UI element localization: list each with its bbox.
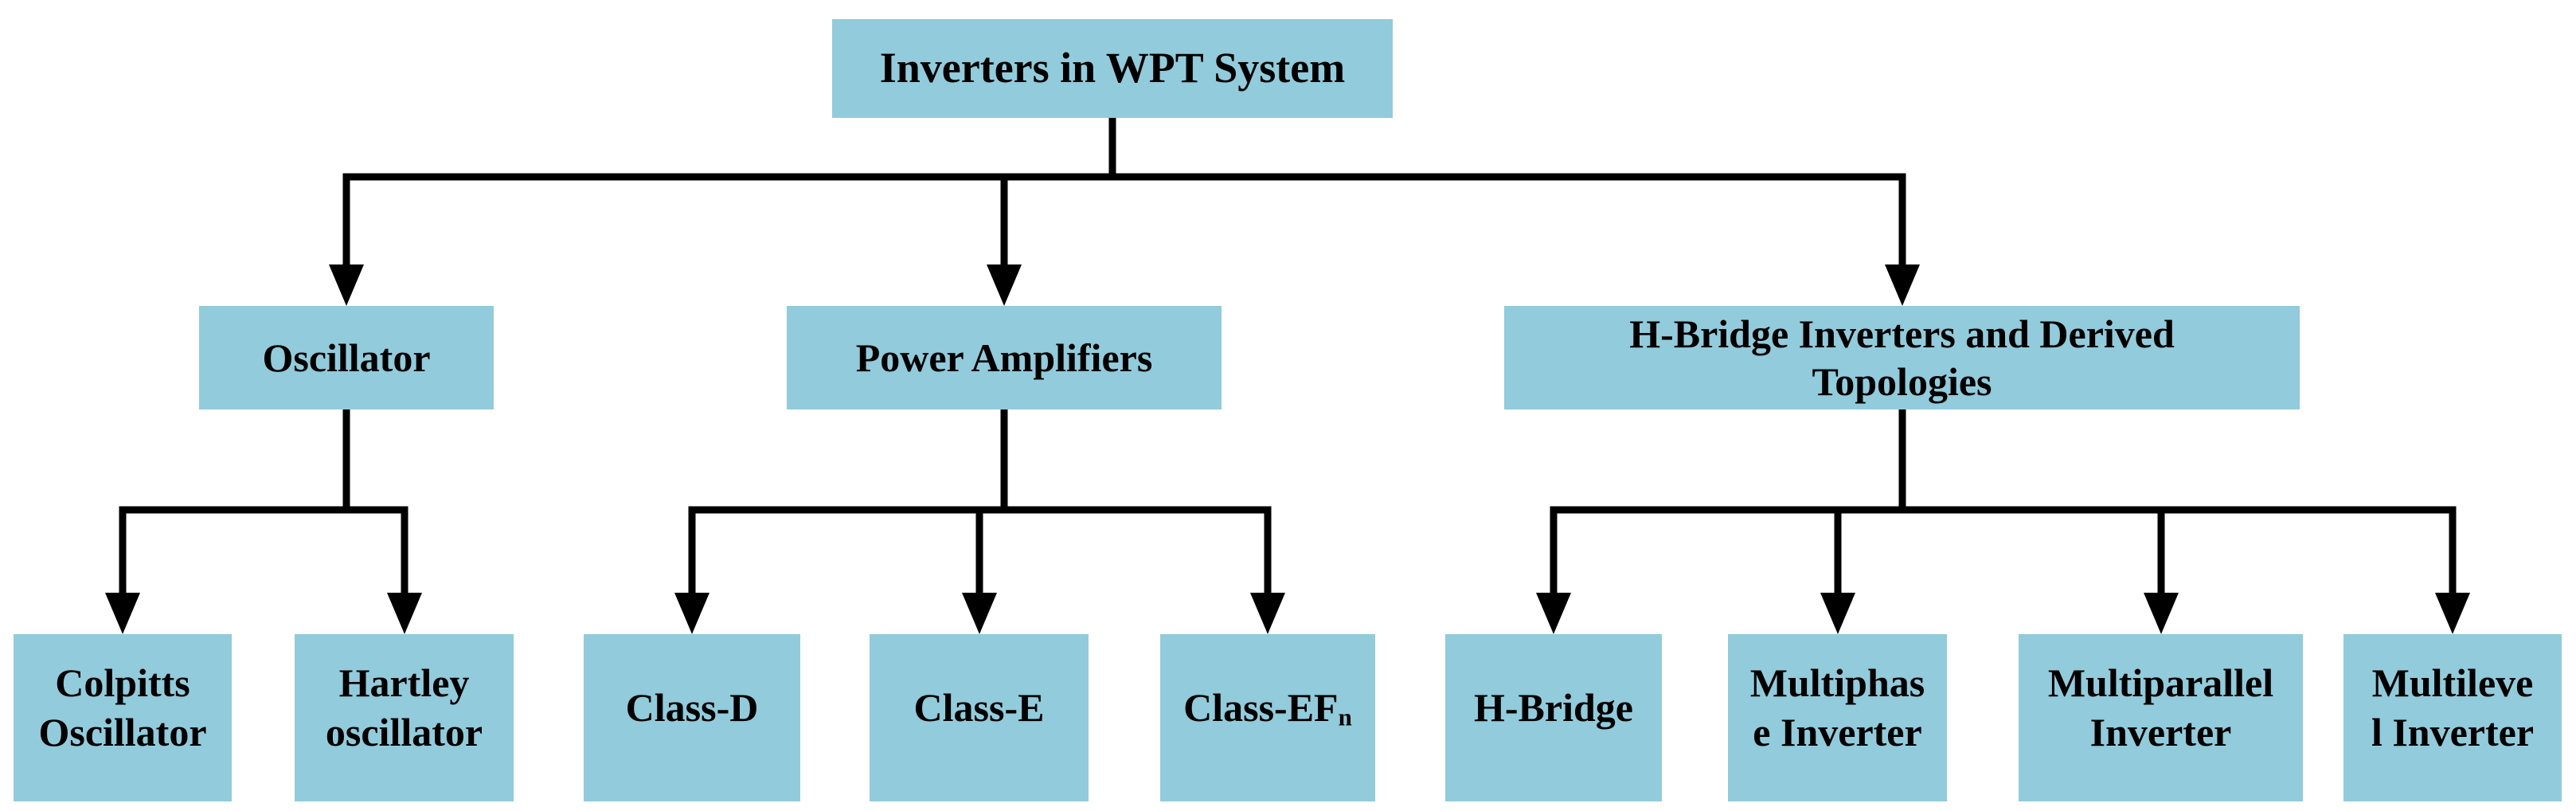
arrowhead-class-d	[674, 593, 709, 634]
node-multiphase-inverter: Multiphas e Inverter	[1728, 634, 1947, 801]
arrowhead-hartley	[387, 593, 422, 634]
node-multilevel-inverter: Multileve l Inverter	[2343, 634, 2562, 801]
node-class-e: Class-E	[870, 634, 1089, 801]
connector-root-to-branches	[329, 114, 1920, 306]
node-root-label: Inverters in WPT System	[879, 44, 1346, 92]
node-class-e-label: Class-E	[913, 684, 1045, 730]
node-multiparallel-inverter: Multiparallel Inverter	[2019, 634, 2303, 801]
node-h-bridge: H-Bridge	[1445, 634, 1662, 801]
node-hartley-oscillator-label: Hartley oscillator	[325, 660, 483, 755]
node-h-bridge-family: H-Bridge Inverters and Derived Topologie…	[1504, 306, 2300, 409]
arrowhead-multilevel	[2435, 593, 2470, 634]
node-hartley-oscillator: Hartley oscillator	[295, 634, 514, 801]
arrowhead-h-bridge-family	[1885, 264, 1920, 306]
node-colpitts-oscillator-label: Colpitts Oscillator	[38, 660, 207, 755]
node-power-amplifiers: Power Amplifiers	[787, 306, 1222, 409]
node-class-efn-subscript: n	[1338, 703, 1352, 731]
connector-oscillator-to-children	[105, 406, 422, 634]
arrowhead-class-e	[962, 593, 997, 634]
node-colpitts-oscillator: Colpitts Oscillator	[14, 634, 232, 801]
arrowhead-colpitts	[105, 593, 140, 634]
arrowhead-multiphase	[1820, 593, 1855, 634]
node-power-amplifiers-label: Power Amplifiers	[855, 335, 1153, 380]
node-class-d: Class-D	[584, 634, 800, 801]
node-class-d-label: Class-D	[625, 684, 759, 730]
arrowhead-multiparallel	[2144, 593, 2179, 634]
node-h-bridge-family-label: H-Bridge Inverters and Derived Topologie…	[1629, 311, 2175, 404]
node-multiphase-inverter-label: Multiphas e Inverter	[1749, 660, 1925, 755]
arrowhead-oscillator	[329, 264, 364, 306]
arrowhead-h-bridge	[1536, 593, 1571, 634]
node-oscillator: Oscillator	[199, 306, 494, 409]
node-oscillator-label: Oscillator	[262, 335, 431, 380]
node-class-efn-label: Class-EFn	[1183, 684, 1352, 731]
node-multilevel-inverter-label: Multileve l Inverter	[2371, 660, 2535, 755]
node-root: Inverters in WPT System	[832, 19, 1393, 118]
connector-h-bridge-family-to-children	[1536, 406, 2470, 634]
node-class-efn: Class-EFn	[1160, 634, 1375, 801]
arrowhead-class-efn	[1250, 593, 1285, 634]
connector-power-amplifiers-to-children	[674, 406, 1285, 634]
node-multiparallel-inverter-label: Multiparallel Inverter	[2047, 660, 2274, 755]
node-h-bridge-label: H-Bridge	[1474, 684, 1633, 730]
arrowhead-power-amplifiers	[987, 264, 1022, 306]
